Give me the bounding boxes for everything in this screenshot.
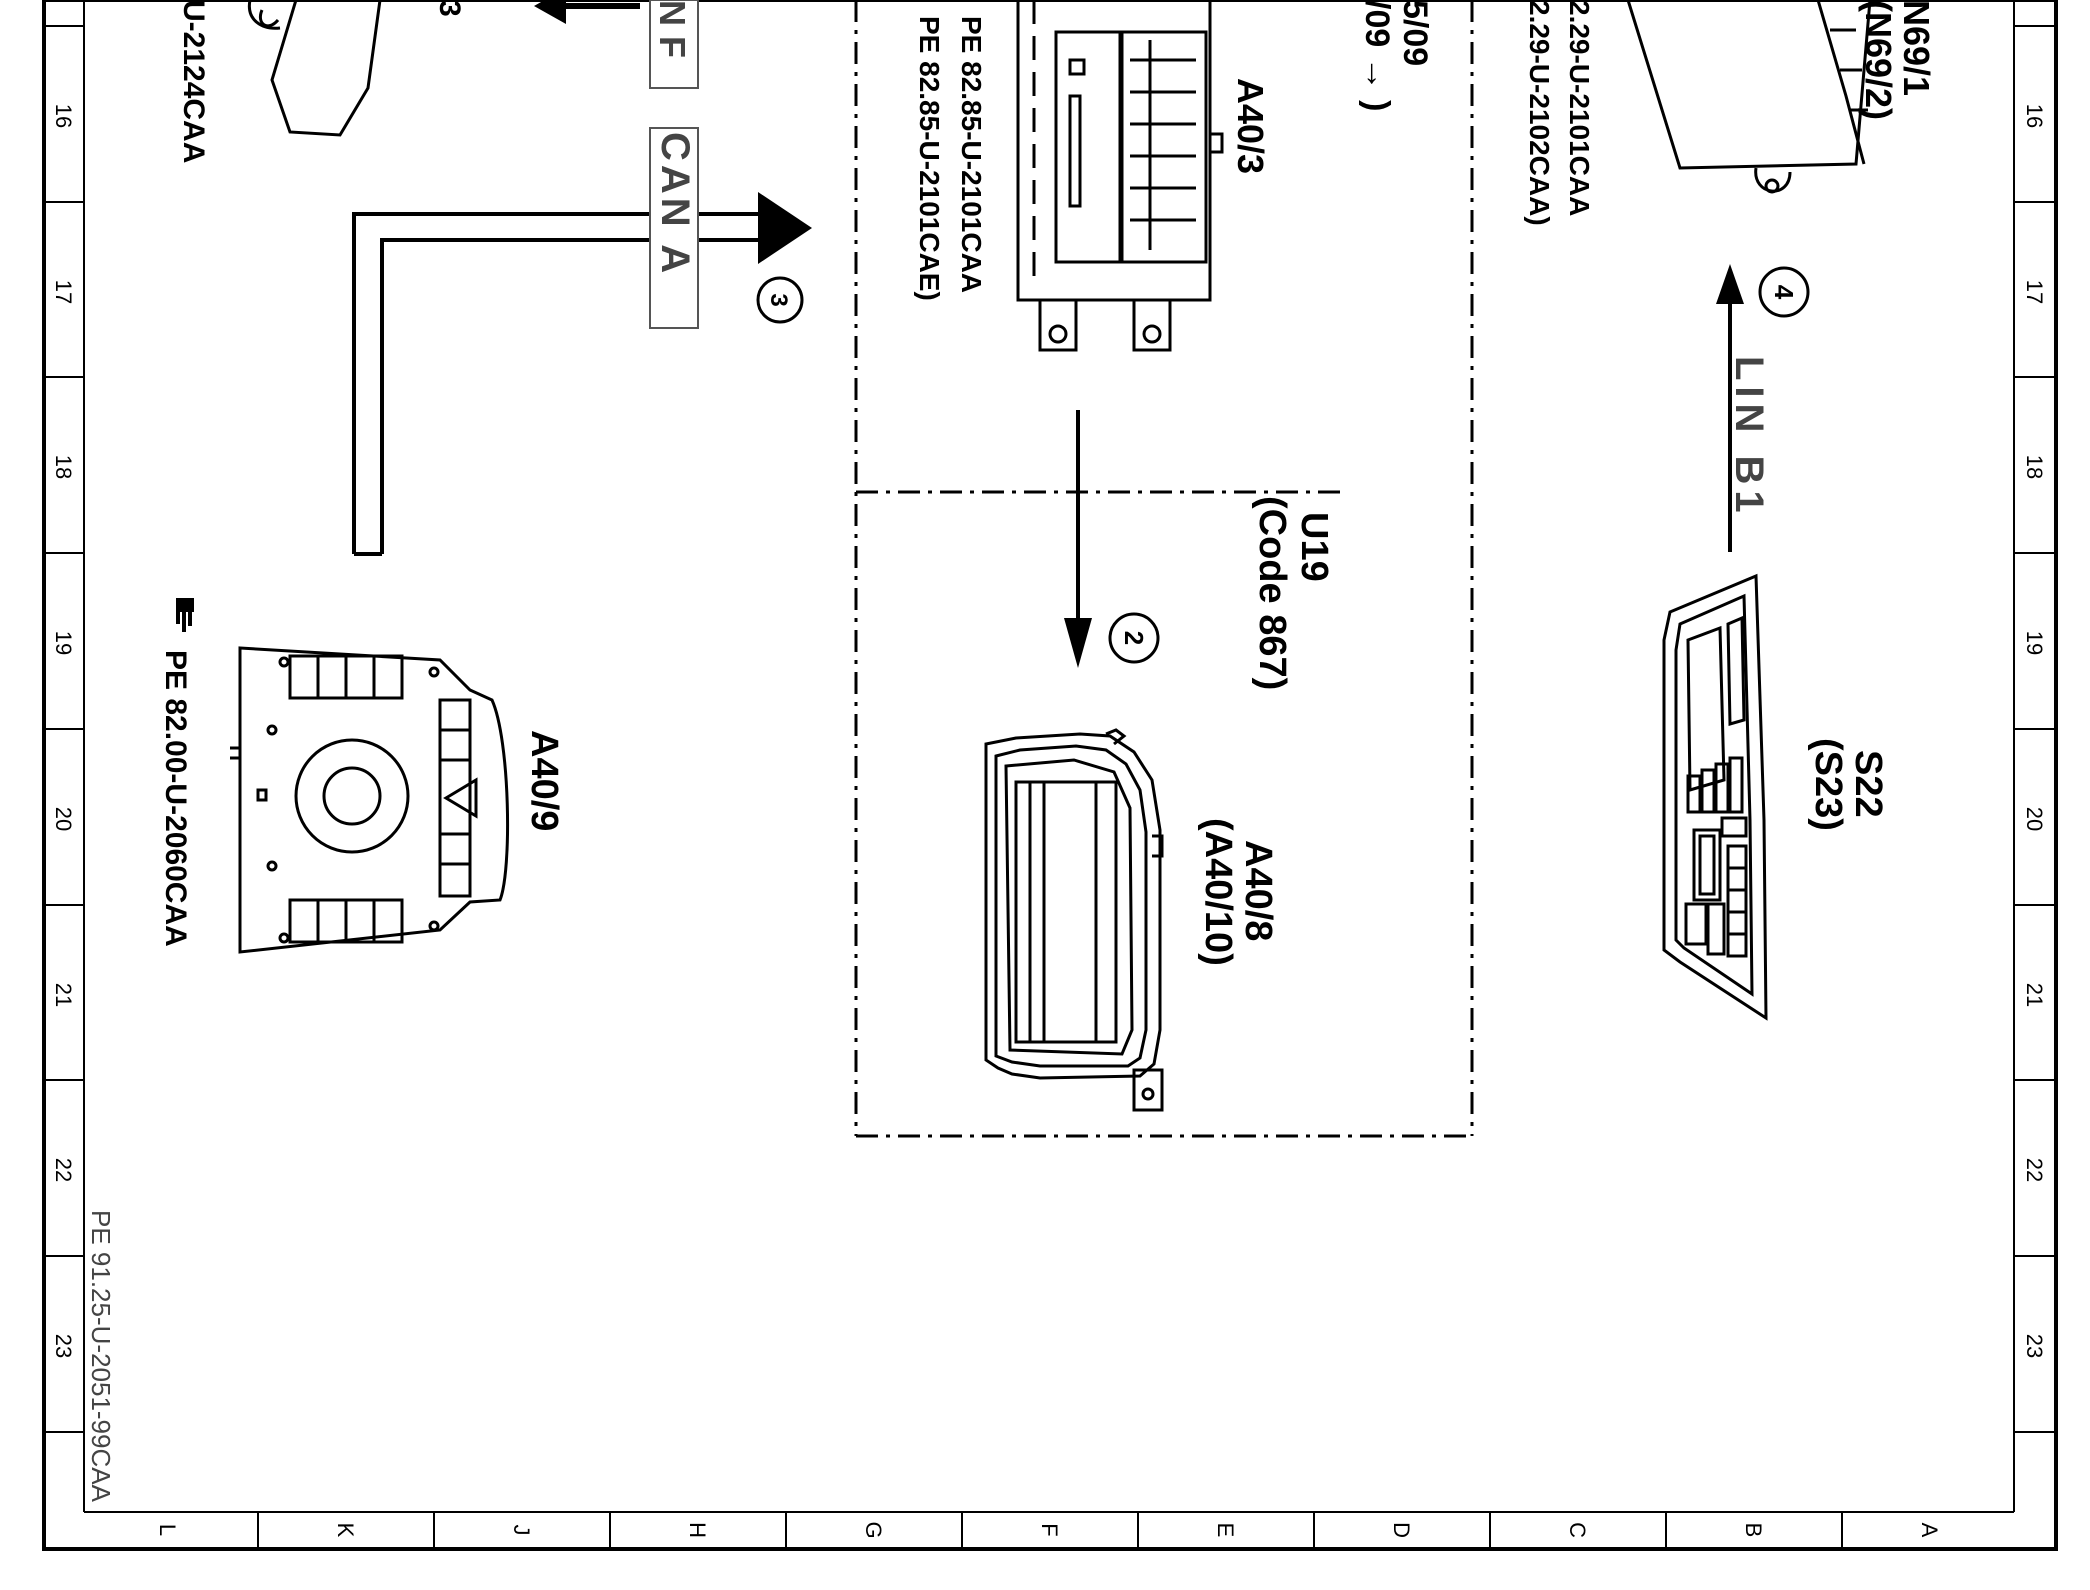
row-number-21-right: 21 bbox=[2022, 983, 2047, 1007]
u19-code-label: (Code 867) bbox=[1251, 496, 1293, 690]
partial-arrow-top bbox=[534, 0, 640, 24]
n69-2-label: (N69/2) bbox=[1858, 0, 1899, 120]
row-number-20-right: 20 bbox=[2022, 807, 2047, 831]
partial-date-ref-1: 5/09 bbox=[1396, 0, 1434, 66]
can-a-label-box bbox=[649, 127, 699, 329]
can-f-label-box bbox=[649, 0, 699, 89]
column-letter-b: B bbox=[1741, 1523, 1766, 1538]
a40-9-unit-drawing bbox=[230, 646, 510, 954]
a40-3-ref-1: PE 82.85-U-2101CAA bbox=[956, 16, 987, 293]
row-number-18-right: 18 bbox=[2022, 455, 2047, 479]
row-number-18: 18 bbox=[51, 455, 76, 479]
partial-module-top-left bbox=[247, 0, 382, 137]
a40-9-ref: PE 82.00-U-2060CAA bbox=[159, 650, 192, 947]
connection-marker-2-label: 2 bbox=[1119, 631, 1149, 645]
can-a-arrow-head bbox=[758, 192, 812, 264]
column-letter-g: G bbox=[861, 1521, 886, 1538]
partial-number-left: 3 bbox=[433, 0, 466, 17]
arrow-a40-3-to-a40-8 bbox=[1064, 410, 1092, 668]
can-a-bus-line bbox=[352, 212, 760, 556]
u19-dashed-boundary bbox=[854, 0, 1474, 1138]
sheet-frame bbox=[42, 0, 2058, 1551]
right-row-numbers: 16 17 18 19 20 21 22 23 bbox=[2022, 104, 2047, 1358]
bottom-grid-ticks bbox=[257, 1512, 1843, 1549]
partial-date-ref-2: /09 → ) bbox=[1358, 0, 1396, 111]
column-letter-f: F bbox=[1037, 1523, 1062, 1536]
lin-b1-label: LIN B1 bbox=[1727, 356, 1771, 519]
can-f-label: N F bbox=[652, 0, 693, 58]
s22-label: S22 bbox=[1847, 750, 1889, 818]
row-number-16-right: 16 bbox=[2022, 104, 2047, 128]
row-number-21: 21 bbox=[51, 983, 76, 1007]
a40-8-label: A40/8 bbox=[1237, 840, 1279, 941]
a40-8-unit-drawing bbox=[984, 728, 1164, 1112]
row-number-22-right: 22 bbox=[2022, 1158, 2047, 1182]
n69-partial-unit-drawing bbox=[1626, 0, 1872, 194]
row-number-22: 22 bbox=[51, 1158, 76, 1182]
connection-marker-4 bbox=[1758, 266, 1810, 318]
n69-ref-2: 2.29-U-2102CAA) bbox=[1524, 0, 1555, 226]
document-reference: PE 91.25-U-2051-99CAA bbox=[86, 1210, 116, 1503]
column-letter-j: J bbox=[509, 1525, 534, 1536]
n69-1-label: N69/1 bbox=[1896, 0, 1937, 96]
a40-8-alt-label: (A40/10) bbox=[1197, 818, 1239, 966]
row-number-19-right: 19 bbox=[2022, 631, 2047, 655]
column-letter-h: H bbox=[685, 1522, 710, 1538]
n69-ref-1: 2.29-U-2101CAA bbox=[1564, 0, 1595, 216]
a40-3-unit-drawing bbox=[1016, 0, 1224, 352]
u19-label: U19 bbox=[1293, 512, 1335, 582]
column-letter-e: E bbox=[1213, 1523, 1238, 1538]
column-letter-k: K bbox=[333, 1523, 358, 1538]
column-letter-l: L bbox=[155, 1524, 180, 1536]
a40-3-label: A40/3 bbox=[1230, 78, 1271, 174]
connection-marker-3 bbox=[756, 276, 804, 324]
column-letter-d: D bbox=[1389, 1522, 1414, 1538]
can-a-label: CAN A bbox=[653, 132, 697, 277]
row-number-20: 20 bbox=[51, 807, 76, 831]
connection-marker-4-label: 4 bbox=[1769, 285, 1799, 300]
row-number-19: 19 bbox=[51, 631, 76, 655]
hand-pointer-icon bbox=[176, 598, 194, 632]
a40-9-label: A40/9 bbox=[523, 730, 565, 831]
left-grid-ticks bbox=[44, 25, 84, 1433]
lin-b1-arrow bbox=[1716, 264, 1744, 552]
s22-alt-label: (S23) bbox=[1807, 738, 1849, 831]
row-number-17-right: 17 bbox=[2022, 280, 2047, 304]
connection-marker-2 bbox=[1108, 612, 1160, 664]
column-letter-a: A bbox=[1917, 1523, 1942, 1538]
column-letter-c: C bbox=[1565, 1522, 1590, 1538]
right-grid-ticks bbox=[2014, 25, 2056, 1433]
row-number-23-right: 23 bbox=[2022, 1334, 2047, 1358]
row-number-16: 16 bbox=[51, 104, 76, 128]
connection-marker-3-label: 3 bbox=[765, 293, 792, 306]
row-number-17: 17 bbox=[51, 280, 76, 304]
s22-switch-panel-drawing bbox=[1662, 573, 1768, 1021]
partial-ref-left: U-2124CAA bbox=[177, 0, 210, 163]
a40-3-ref-2: PE 82.85-U-2101CAE) bbox=[914, 16, 945, 301]
bottom-column-letters: L K J H G F E D C B A bbox=[155, 1521, 1942, 1538]
left-row-numbers: 16 17 18 19 20 21 22 23 bbox=[51, 104, 76, 1358]
row-number-23: 23 bbox=[51, 1334, 76, 1358]
